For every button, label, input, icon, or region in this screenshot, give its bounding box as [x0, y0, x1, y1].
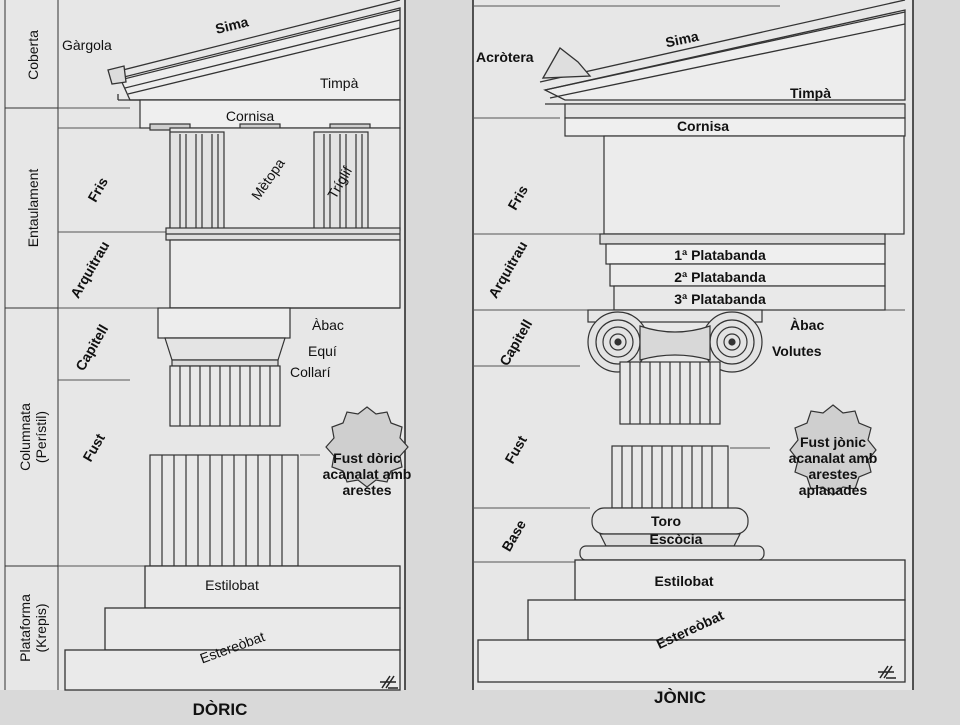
- doric-cornice: [139, 99, 401, 131]
- ionic-capital: [587, 309, 763, 373]
- ionic-label-estilobat: Estilobat: [654, 573, 713, 589]
- ionic-platform-steps: [477, 559, 906, 683]
- ionic-note-line-4: aplanades: [799, 482, 868, 498]
- doric-label-estilobat: Estilobat: [205, 577, 259, 593]
- ionic-signature-mark: [878, 665, 896, 679]
- ionic-label-toro: Toro: [651, 513, 681, 529]
- zone-label-coberta: Coberta: [25, 30, 41, 80]
- ionic-note-badge: [789, 404, 877, 496]
- zone-label-plataforma: Plataforma: [17, 594, 33, 662]
- ionic-note-line-2: acanalat amb: [789, 450, 878, 466]
- ionic-label-platabanda-3: 3ª Platabanda: [674, 291, 766, 307]
- ionic-label-platabanda-2: 2ª Platabanda: [674, 269, 766, 285]
- doric-note-line-1: Fust dòric: [333, 450, 401, 466]
- doric-frieze: [169, 127, 401, 231]
- zone-label-columnata: Columnata: [17, 403, 33, 471]
- ionic-label-escocia: Escòcia: [650, 531, 703, 547]
- doric-capital: [157, 307, 291, 427]
- doric-note-line-3: arestes: [342, 482, 391, 498]
- ionic-lower-shaft: [611, 445, 729, 509]
- doric-label-timpa: Timpà: [320, 75, 359, 91]
- ionic-upper-shaft: [619, 361, 721, 425]
- ionic-label-platabanda-1: 1ª Platabanda: [674, 247, 766, 263]
- ionic-label-abac: Àbac: [790, 317, 824, 333]
- ionic-note-line-1: Fust jònic: [800, 434, 866, 450]
- ionic-label-volutes: Volutes: [772, 343, 822, 359]
- ionic-cornice: [564, 103, 906, 137]
- zone-label-entaulament: Entaulament: [25, 169, 41, 248]
- doric-title: DÒRIC: [193, 700, 248, 719]
- doric-label-abac: Àbac: [312, 317, 344, 333]
- doric-signature-mark: [380, 675, 398, 689]
- doric-label-cornisa: Cornisa: [226, 108, 274, 124]
- doric-label-equi: Equí: [308, 343, 337, 359]
- ionic-label-timpa: Timpà: [790, 85, 831, 101]
- zone-label-peristil: (Perístil): [33, 411, 49, 463]
- ionic-note-line-3: arestes: [808, 466, 857, 482]
- doric-label-collari: Collarí: [290, 364, 331, 380]
- ionic-base: [579, 507, 765, 561]
- ionic-title: JÒNIC: [654, 688, 706, 707]
- ionic-architrave: [599, 233, 886, 311]
- ionic-pediment: [539, 0, 906, 105]
- doric-zone-column: [4, 0, 59, 690]
- ionic-label-sima: Sima: [664, 28, 700, 51]
- doric-note-badge: [325, 406, 409, 488]
- ionic-label-cornisa: Cornisa: [677, 118, 729, 134]
- ionic-label-acrotera: Acròtera: [476, 49, 534, 65]
- doric-architrave: [165, 227, 401, 309]
- ionic-frieze: [603, 135, 905, 235]
- doric-label-gargola: Gàrgola: [62, 37, 112, 53]
- doric-label-sima: Sima: [214, 13, 251, 37]
- doric-shaft: [149, 454, 299, 567]
- doric-note-line-2: acanalat amb: [323, 466, 412, 482]
- doric-platform-steps: [64, 565, 401, 691]
- zone-label-krepis: (Krepis): [33, 603, 49, 652]
